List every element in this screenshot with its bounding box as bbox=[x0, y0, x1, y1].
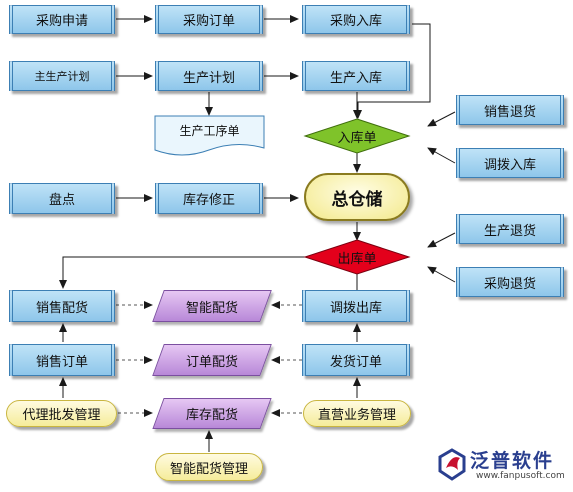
outbound-sheet-diamond: 出库单 bbox=[305, 248, 409, 267]
sales-allocation-label: 销售配货 bbox=[35, 300, 88, 316]
sales-return-label: 销售退货 bbox=[483, 104, 536, 120]
sales-order-label: 销售订单 bbox=[35, 354, 88, 370]
company-logo: 泛普软件 www.fanpusoft.com bbox=[436, 446, 568, 486]
production-return-label: 生产退货 bbox=[483, 223, 536, 239]
main-warehouse-pill: 总仓储 bbox=[304, 173, 410, 221]
purchase-return-label: 采购退货 bbox=[483, 276, 536, 292]
sales-order-box: 销售订单 bbox=[9, 344, 115, 376]
document-shape bbox=[154, 115, 265, 156]
smart-allocation-mgmt-label: 智能配货管理 bbox=[169, 461, 248, 477]
direct-business-mgmt-label: 直营业务管理 bbox=[317, 408, 396, 423]
inventory-adjustment-label: 库存修正 bbox=[182, 193, 235, 208]
production-inbound-box: 生产入库 bbox=[302, 61, 410, 91]
smart-allocation-label: 智能配货 bbox=[185, 300, 238, 316]
purchase-return-box: 采购退货 bbox=[456, 267, 564, 297]
production-plan-box: 生产计划 bbox=[155, 61, 263, 91]
smart-allocation-parallelogram: 智能配货 bbox=[152, 290, 272, 322]
purchase-order-label: 采购订单 bbox=[182, 14, 235, 29]
inbound-diamond-shape bbox=[303, 118, 411, 154]
logo-name: 泛普软件 bbox=[470, 450, 555, 472]
purchase-request-box: 采购申请 bbox=[9, 5, 115, 34]
master-production-plan-box: 主生产计划 bbox=[9, 61, 115, 91]
agent-wholesale-mgmt-label: 代理批发管理 bbox=[22, 408, 101, 423]
transfer-outbound-box: 调拨出库 bbox=[302, 290, 410, 322]
inventory-allocation-parallelogram: 库存配货 bbox=[152, 398, 272, 429]
production-process-sheet-label: 生产工序单 bbox=[179, 123, 240, 138]
outbound-sheet-label: 出库单 bbox=[337, 251, 377, 267]
production-plan-label: 生产计划 bbox=[182, 70, 235, 86]
logo-url: www.fanpusoft.com bbox=[476, 471, 565, 481]
inbound-sheet-diamond: 入库单 bbox=[305, 127, 409, 146]
purchase-inbound-label: 采购入库 bbox=[329, 14, 382, 29]
stocktake-box: 盘点 bbox=[9, 183, 115, 214]
transfer-outbound-label: 调拨出库 bbox=[329, 300, 382, 316]
shipping-order-label: 发货订单 bbox=[329, 354, 382, 370]
production-process-sheet: 生产工序单 bbox=[155, 118, 264, 142]
stocktake-label: 盘点 bbox=[48, 193, 75, 208]
agent-wholesale-mgmt-pill: 代理批发管理 bbox=[6, 400, 117, 427]
direct-business-mgmt-pill: 直营业务管理 bbox=[303, 400, 411, 427]
main-warehouse-label: 总仓储 bbox=[331, 189, 383, 210]
purchase-order-box: 采购订单 bbox=[155, 5, 263, 34]
order-allocation-parallelogram: 订单配货 bbox=[152, 344, 272, 376]
master-production-plan-label: 主生产计划 bbox=[34, 70, 90, 83]
logo-mark-icon bbox=[438, 448, 466, 481]
purchase-request-label: 采购申请 bbox=[35, 14, 88, 29]
outbound-diamond-shape bbox=[303, 239, 411, 275]
shipping-order-box: 发货订单 bbox=[302, 344, 410, 376]
production-return-box: 生产退货 bbox=[456, 214, 564, 244]
smart-allocation-mgmt-pill: 智能配货管理 bbox=[155, 453, 263, 481]
purchase-inbound-box: 采购入库 bbox=[302, 5, 410, 34]
order-allocation-label: 订单配货 bbox=[185, 354, 238, 370]
sales-return-box: 销售退货 bbox=[456, 95, 564, 125]
transfer-inbound-label: 调拨入库 bbox=[483, 157, 536, 173]
inventory-adjustment-box: 库存修正 bbox=[155, 183, 263, 214]
inbound-sheet-label: 入库单 bbox=[337, 130, 377, 146]
transfer-inbound-box: 调拨入库 bbox=[456, 148, 564, 178]
inventory-allocation-label: 库存配货 bbox=[185, 408, 238, 423]
sales-allocation-box: 销售配货 bbox=[9, 290, 115, 322]
production-inbound-label: 生产入库 bbox=[329, 70, 382, 86]
